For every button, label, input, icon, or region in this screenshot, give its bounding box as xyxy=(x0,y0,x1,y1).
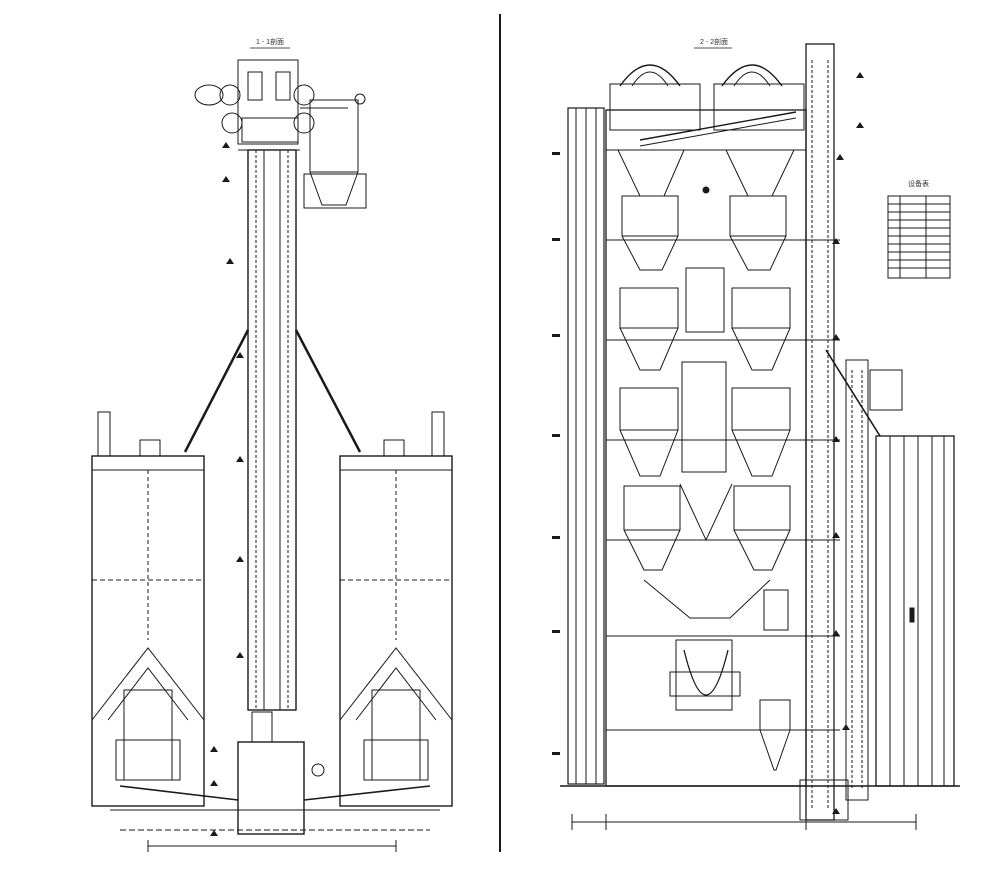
elevation-marker-icon xyxy=(236,456,244,462)
side-elevator xyxy=(825,349,903,801)
elevation-marker-icon xyxy=(210,830,218,836)
bottom-pit xyxy=(110,711,440,852)
top-machine-house xyxy=(194,59,367,209)
elevation-marker-icon xyxy=(836,154,844,160)
left-elevation-view: 1 - 1剖面 xyxy=(91,37,453,852)
elevation-marker-icon xyxy=(832,808,840,814)
right-elevation-view: 2 - 2剖面 xyxy=(552,37,960,830)
elevation-marker-icon xyxy=(832,532,840,538)
left-view-title: 1 - 1剖面 xyxy=(256,37,284,46)
elevation-marker-icon xyxy=(226,258,234,264)
brick-wall xyxy=(567,107,605,785)
elevation-marker-icon xyxy=(236,556,244,562)
tower-frame xyxy=(605,109,840,787)
elevation-marker-icon xyxy=(842,724,850,730)
cyclone-heads xyxy=(609,64,805,131)
bucket-elevator-shaft xyxy=(247,149,297,711)
elevation-marker-icon xyxy=(832,238,840,244)
left-elevation-markers xyxy=(210,142,244,836)
top-conveyor xyxy=(639,111,797,141)
right-bucket-elevator xyxy=(799,43,849,821)
elevation-marker-icon xyxy=(856,122,864,128)
elevation-marker-icon xyxy=(832,436,840,442)
elevation-marker-icon xyxy=(236,652,244,658)
left-wall-markers xyxy=(552,152,560,755)
right-view-title: 2 - 2剖面 xyxy=(700,37,728,46)
sloped-conveyors xyxy=(183,329,362,453)
hopper-stack-right xyxy=(725,149,795,571)
elevation-marker-icon xyxy=(832,630,840,636)
elevation-marker-icon xyxy=(210,746,218,752)
ground-dimensions xyxy=(560,785,960,830)
elevation-marker-icon xyxy=(832,334,840,340)
center-core xyxy=(643,186,771,711)
elevation-marker-icon xyxy=(222,142,230,148)
equipment-legend-table: 设备表 xyxy=(887,179,951,279)
legend-table-title: 设备表 xyxy=(908,179,929,188)
right-silo xyxy=(339,411,453,807)
storage-bin xyxy=(875,435,955,787)
elevation-marker-icon xyxy=(856,72,864,78)
hopper-stack-left xyxy=(617,149,685,571)
left-silo xyxy=(91,411,205,807)
bottom-feeder xyxy=(759,589,791,771)
right-elevation-markers xyxy=(832,72,864,814)
elevation-marker-icon xyxy=(236,352,244,358)
elevation-marker-icon xyxy=(210,780,218,786)
elevation-marker-icon xyxy=(222,176,230,182)
